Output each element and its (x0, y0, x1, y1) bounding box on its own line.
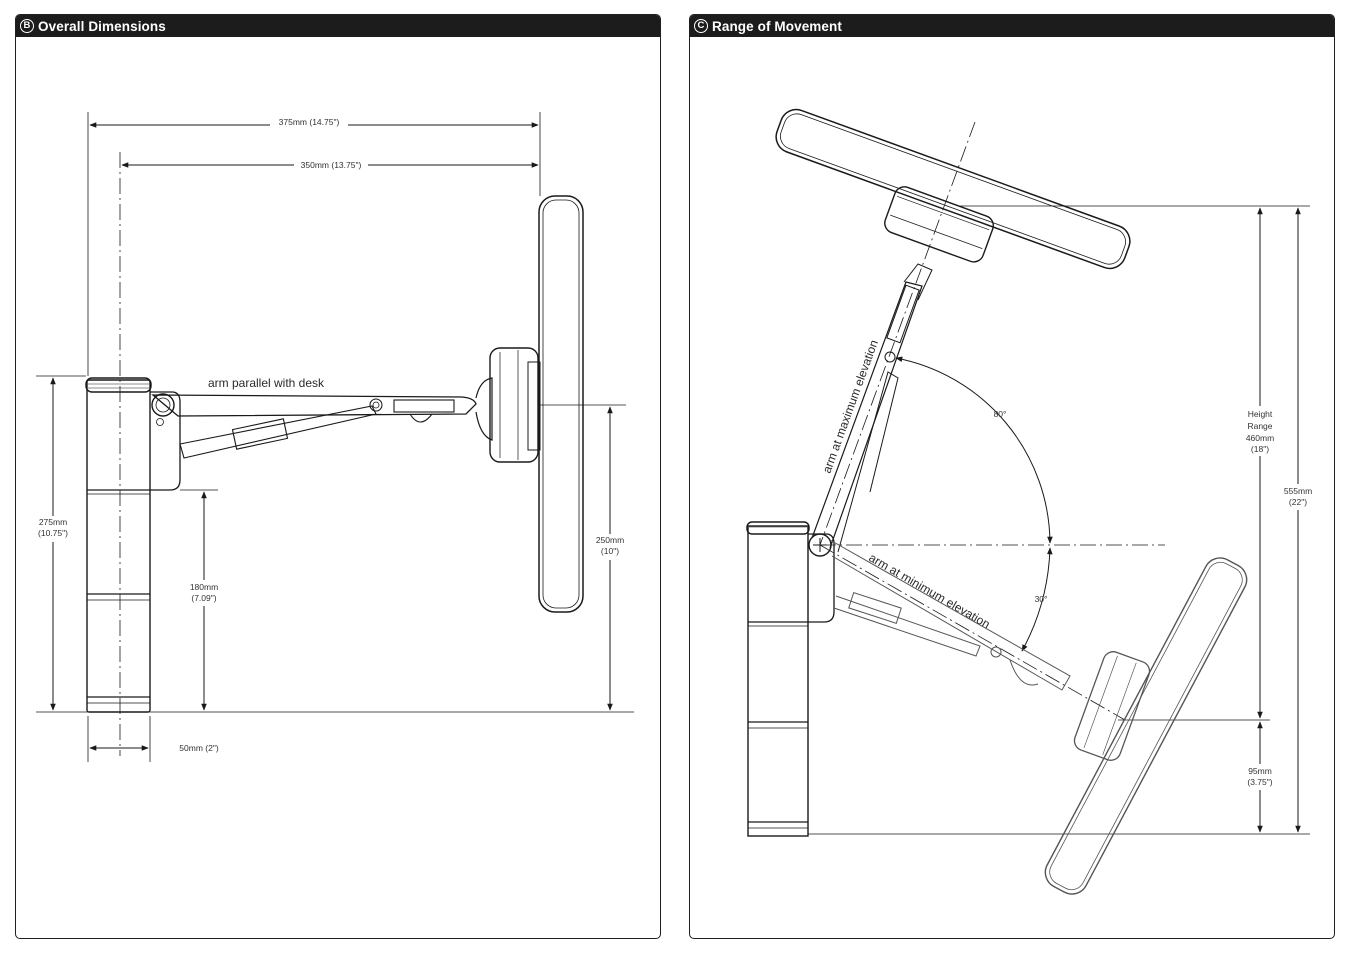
label-250-in: (10") (601, 546, 619, 556)
arm-maximum-elevation (811, 263, 933, 553)
support-column (85, 377, 181, 713)
range-of-movement-labels: 80° 30° arm at maximum elevation arm at … (820, 338, 1317, 790)
screen-mount-min (1073, 651, 1151, 761)
height-range-line-4: (18") (1251, 444, 1269, 454)
label-275-in: (10.75") (38, 528, 68, 538)
section-badge: B (20, 19, 34, 33)
overall-dimensions-panel: B Overall Dimensions (15, 14, 661, 939)
overall-dimensions-labels: 375mm (14.75") 350mm (13.75") 275mm (10.… (34, 117, 629, 753)
arc-30 (1021, 547, 1053, 652)
label-375: 375mm (14.75") (279, 117, 340, 127)
angle-80-label: 80° (994, 409, 1007, 419)
height-range-line-2: Range (1247, 421, 1272, 431)
height-range-line-3: 460mm (1246, 433, 1274, 443)
screen-profile (538, 195, 584, 613)
label-50: 50mm (2") (179, 743, 219, 753)
label-275: 275mm (39, 517, 67, 527)
arm-assembly (151, 377, 493, 459)
min-elevation-label: arm at minimum elevation (867, 550, 993, 631)
range-of-movement-drawing (746, 108, 1310, 895)
overall-dimensions-drawing (36, 112, 634, 762)
screen-mount-max (884, 186, 995, 263)
label-95: 95mm (1248, 766, 1272, 776)
label-250: 250mm (596, 535, 624, 545)
panel-header: C Range of Movement (690, 15, 1334, 37)
range-of-movement-panel: C Range of Movement (689, 14, 1335, 939)
angle-30-label: 30° (1035, 594, 1048, 604)
max-elevation-label: arm at maximum elevation (820, 338, 881, 475)
support-column (746, 521, 835, 837)
panel-header: B Overall Dimensions (16, 15, 660, 37)
arc-80 (895, 356, 1053, 544)
label-180: 180mm (190, 582, 218, 592)
label-180-in: (7.09") (191, 593, 216, 603)
panel-title: Range of Movement (712, 18, 842, 34)
screen-mount (489, 347, 541, 463)
label-350: 350mm (13.75") (301, 160, 362, 170)
arm-minimum-elevation (829, 539, 1071, 691)
screen-profile-max (775, 108, 1131, 270)
label-555: 555mm (1284, 486, 1312, 496)
height-range-line-1: Height (1248, 409, 1273, 419)
screen-profile-min (1044, 557, 1248, 895)
arm-parallel-note: arm parallel with desk (208, 376, 325, 390)
label-555-in: (22") (1289, 497, 1307, 507)
panel-title: Overall Dimensions (38, 18, 166, 34)
section-badge: C (694, 19, 708, 33)
label-95-in: (3.75") (1247, 777, 1272, 787)
